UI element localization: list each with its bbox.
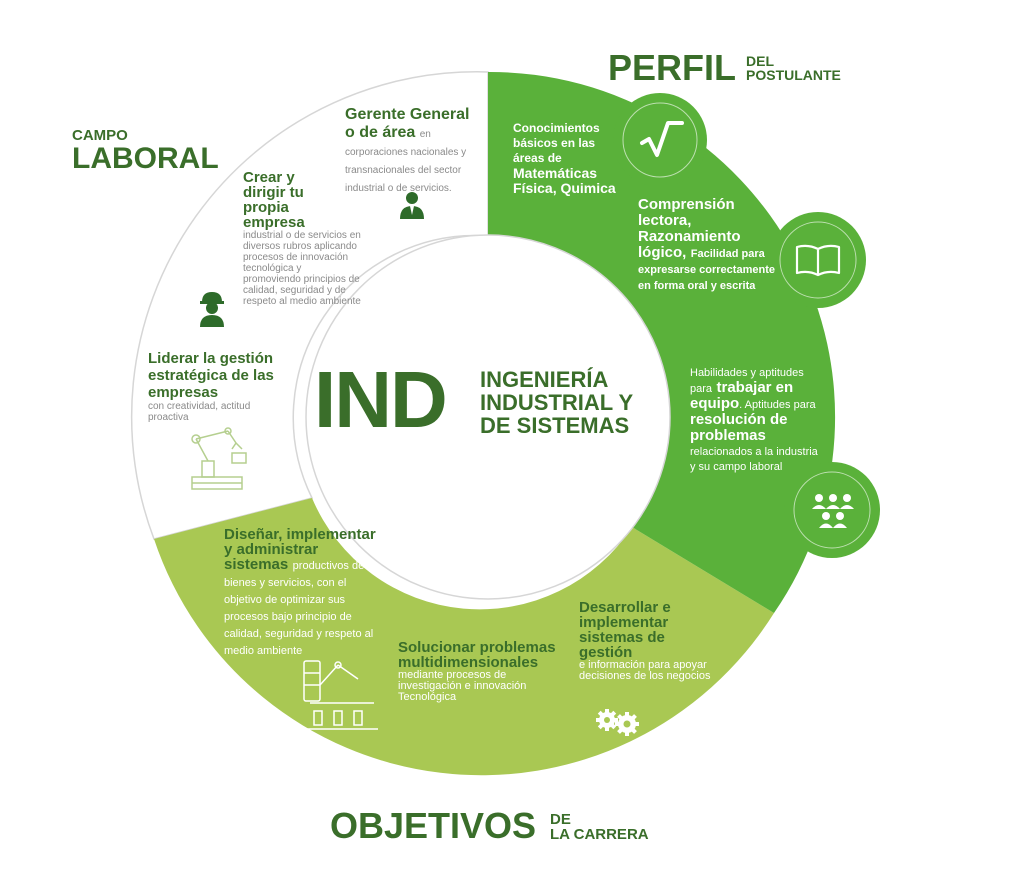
objetivos-sub-2: LA CARRERA <box>550 826 649 843</box>
gears-icon <box>596 709 639 736</box>
disenar-title: Diseñar, implementar y administrar siste… <box>224 526 376 573</box>
perfil-sub-1: DEL <box>746 53 774 69</box>
disenar-desc: productivos de bienes y servicios, con e… <box>224 560 374 657</box>
center-line-2: INDUSTRIAL Y <box>480 390 634 415</box>
center-line-1: INGENIERÍA <box>480 367 609 392</box>
sqrt-bubble <box>613 93 707 187</box>
perfil-sector <box>488 71 836 614</box>
crear-block: Crear y dirigir tu propia empresa indust… <box>243 170 361 307</box>
conocimientos-areas: Matemáticas Física, Quimica <box>513 165 616 196</box>
crear-desc: industrial o de servicios en diversos ru… <box>243 230 361 307</box>
habilidades-aptitudes: . Aptitudes para <box>739 399 816 411</box>
liderar-desc: con creatividad, actitud proactiva <box>148 401 251 423</box>
perfil-title: PERFIL <box>608 47 737 88</box>
gerente-title: Gerente General o de área <box>345 106 470 141</box>
center-circle <box>305 234 671 600</box>
campo-sub: CAMPO <box>72 127 128 144</box>
gerente-block: Gerente General o de área en corporacion… <box>345 106 481 196</box>
objetivos-sector <box>154 498 774 776</box>
desarrollar-desc: e información para apoyar decisiones de … <box>579 659 711 682</box>
crear-title: Crear y dirigir tu propia empresa <box>243 169 305 231</box>
sqrt-icon <box>640 121 684 157</box>
habilidades-resolucion: resolución de problemas <box>690 411 788 444</box>
manager-icon <box>400 192 424 219</box>
disenar-block: Diseñar, implementar y administrar siste… <box>224 527 384 659</box>
habilidades-block: Habilidades y aptitudes para trabajar en… <box>690 365 822 474</box>
campo-laboral-sector <box>130 71 489 540</box>
robot-arm-icon <box>191 427 247 490</box>
objetivos-title: OBJETIVOS <box>330 805 537 846</box>
liderar-block: Liderar la gestión estratégica de las em… <box>148 350 304 423</box>
objetivos-sub-1: DE <box>550 811 571 828</box>
gerente-desc: en corporaciones nacionales y transnacio… <box>345 129 467 194</box>
comprension-block: Comprensión lectora, Razonamiento lógico… <box>638 197 780 293</box>
habilidades-intro: Habilidades y aptitudes para <box>690 367 804 395</box>
conocimientos-intro: Conocimientos básicos en las áreas de <box>513 121 600 165</box>
book-icon <box>795 244 841 277</box>
campo-title: LABORAL <box>72 142 219 175</box>
center-line-3: DE SISTEMAS <box>480 413 630 438</box>
worker-icon <box>200 292 224 327</box>
solucionar-block: Solucionar problemas multidimensionales … <box>398 640 562 703</box>
desarrollar-title: Desarrollar e implementar sistemas de ge… <box>579 599 671 661</box>
center-abbr: IND <box>314 355 448 444</box>
habilidades-equipo: trabajar en equipo <box>690 379 794 412</box>
perfil-sub-2: POSTULANTE <box>746 67 841 83</box>
conocimientos-block: Conocimientos básicos en las áreas de Ma… <box>513 121 625 196</box>
robot-factory-icon <box>303 660 378 730</box>
solucionar-desc: mediante procesos de investigación e inn… <box>398 669 527 703</box>
comprension-title: Comprensión lectora, Razonamiento lógico… <box>638 196 741 261</box>
desarrollar-block: Desarrollar e implementar sistemas de ge… <box>579 600 729 682</box>
liderar-title: Liderar la gestión estratégica de las em… <box>148 350 274 401</box>
solucionar-title: Solucionar problemas multidimensionales <box>398 639 556 671</box>
habilidades-desc: relacionados a la industria y su campo l… <box>690 446 818 473</box>
comprension-desc: Facilidad para expresarse correctamente … <box>638 248 775 292</box>
group-icon <box>812 494 854 528</box>
group-bubble <box>784 462 880 558</box>
